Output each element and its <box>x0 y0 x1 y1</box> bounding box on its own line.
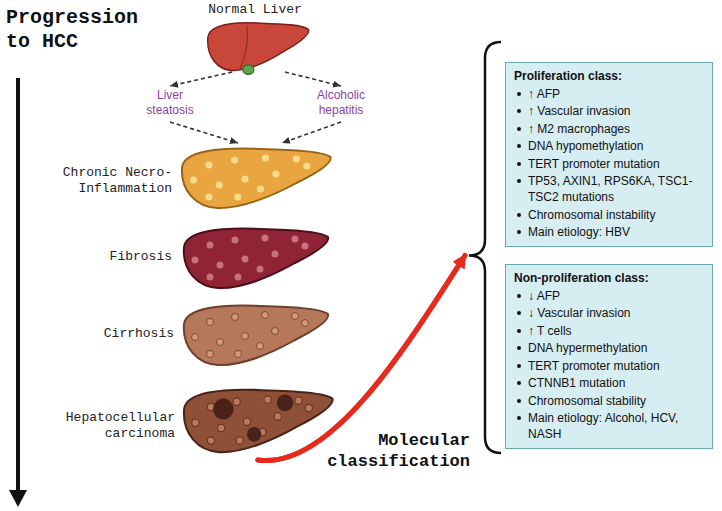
bullet-item: TERT promoter mutation <box>514 358 706 374</box>
stage-label: Fibrosis <box>100 249 172 265</box>
liver-body <box>184 229 328 289</box>
bullet-text: ↑ AFP <box>528 87 560 101</box>
regenerative-nodules <box>192 312 309 358</box>
tumour <box>213 399 234 420</box>
liver-lobe-line <box>240 26 247 69</box>
bullet-dot <box>517 144 521 148</box>
stage-label: Alcoholic hepatitis <box>294 88 388 118</box>
cirrhotic-liver <box>184 306 328 366</box>
bullet-text: ↑ M2 macrophages <box>528 122 630 136</box>
bullet-text: TP53, AXIN1, RPS6KA, TSC1-TSC2 mutations <box>528 174 693 204</box>
stage-label: Liver steatosis <box>140 88 200 118</box>
arrow-shaft <box>16 78 20 492</box>
class-box: Proliferation class: ↑ AFP ↑ Vascular inva… <box>505 62 713 247</box>
bullet-item: Main etiology: Alcohol, HCV, NASH <box>514 410 706 442</box>
fat-droplets <box>190 155 311 201</box>
hcc-liver <box>184 390 333 453</box>
bullet-dot <box>517 230 521 234</box>
liver-body <box>184 390 333 453</box>
bullet-dot <box>517 179 521 183</box>
box-heading: Non-proliferation class: <box>514 270 706 286</box>
bullet-item: ↑ Vascular invasion <box>514 103 706 119</box>
curly-bracket <box>469 42 501 453</box>
bullet-text: ↑ Vascular invasion <box>528 104 631 118</box>
bullet-text: ↓ Vascular invasion <box>528 306 631 320</box>
bullet-dot <box>517 399 521 403</box>
bullet-dot <box>517 92 521 96</box>
bullet-dot <box>517 162 521 166</box>
section-label: Molecular classification <box>288 430 470 472</box>
bullet-item: Chromosomal instability <box>514 207 706 223</box>
steatotic-liver <box>182 149 331 209</box>
liver-stage: Fibrosis <box>100 223 332 293</box>
bullet-item: ↑ AFP <box>514 86 706 102</box>
stage-label: Cirrhosis <box>90 326 174 342</box>
bullet-item: DNA hypomethylation <box>514 138 706 154</box>
bullet-text: Main etiology: HBV <box>528 225 630 239</box>
liver-stage: Cirrhosis <box>90 300 335 372</box>
bullet-text: TERT promoter mutation <box>528 359 660 373</box>
classification-arrow <box>258 256 465 461</box>
fibrotic-liver <box>184 229 328 289</box>
bullet-text: ↓ AFP <box>528 289 560 303</box>
liver-stage: Alcoholic hepatitis <box>294 86 388 122</box>
arrow-head <box>9 490 27 507</box>
liver-stage: Hepatocellular carcinoma <box>25 380 338 460</box>
bullet-item: TP53, AXIN1, RPS6KA, TSC1-TSC2 mutations <box>514 173 706 205</box>
bullet-item: ↑ M2 macrophages <box>514 121 706 137</box>
bullet-text: Chromosomal stability <box>528 394 646 408</box>
bullet-item: Main etiology: HBV <box>514 224 706 240</box>
gallbladder <box>243 65 254 75</box>
bullet-dot <box>517 329 521 333</box>
bullet-item: ↓ Vascular invasion <box>514 305 706 321</box>
progression-connector <box>282 122 341 143</box>
fibrosis-spots <box>192 235 309 281</box>
liver-body <box>208 23 309 71</box>
bullet-text: ↑ T cells <box>528 324 572 338</box>
bullet-dot <box>517 109 521 113</box>
bullet-text: DNA hypermethylation <box>528 341 647 355</box>
bullet-text: Main etiology: Alcohol, HCV, NASH <box>528 411 678 441</box>
tumour <box>277 394 293 411</box>
bullet-item: ↑ T cells <box>514 323 706 339</box>
bullet-item: DNA hypermethylation <box>514 340 706 356</box>
liver-stage: Liver steatosis <box>140 86 200 122</box>
liver-body <box>184 306 328 366</box>
bullet-dot <box>517 346 521 350</box>
stage-label: Normal Liver <box>195 2 315 18</box>
bullet-item: ↓ AFP <box>514 288 706 304</box>
progression-connector <box>285 72 341 86</box>
bullet-dot <box>517 213 521 217</box>
classification-arrow <box>258 256 465 461</box>
bullet-text: Chromosomal instability <box>528 208 655 222</box>
bullet-text: DNA hypomethylation <box>528 139 643 153</box>
liver-stage: Chronic Necro-Inflammation <box>20 143 338 213</box>
progression-arrow <box>9 78 27 507</box>
bullet-dot <box>517 381 521 385</box>
stage-label: Hepatocellular carcinoma <box>25 410 175 442</box>
page-title: Progression to HCC <box>6 6 154 54</box>
bullet-item: CTNNB1 mutation <box>514 375 706 391</box>
progression-connector <box>170 72 232 86</box>
bullet-text: CTNNB1 mutation <box>528 376 625 390</box>
bullet-item: Chromosomal stability <box>514 393 706 409</box>
normal-liver <box>208 23 309 75</box>
liver-stage: Normal Liver <box>195 2 315 72</box>
liver-nodules <box>192 396 313 444</box>
bullet-dot <box>517 127 521 131</box>
bullet-text: TERT promoter mutation <box>528 157 660 171</box>
liver-body <box>182 149 331 209</box>
stage-label: Chronic Necro-Inflammation <box>20 165 172 197</box>
bullet-dot <box>517 364 521 368</box>
tumour <box>247 427 261 442</box>
bullet-dot <box>517 294 521 298</box>
bullet-item: TERT promoter mutation <box>514 156 706 172</box>
box-heading: Proliferation class: <box>514 68 706 84</box>
progression-connector <box>170 122 238 143</box>
class-box: Non-proliferation class: ↓ AFP ↓ Vascular … <box>505 264 713 449</box>
bullet-dot <box>517 416 521 420</box>
bullet-dot <box>517 311 521 315</box>
